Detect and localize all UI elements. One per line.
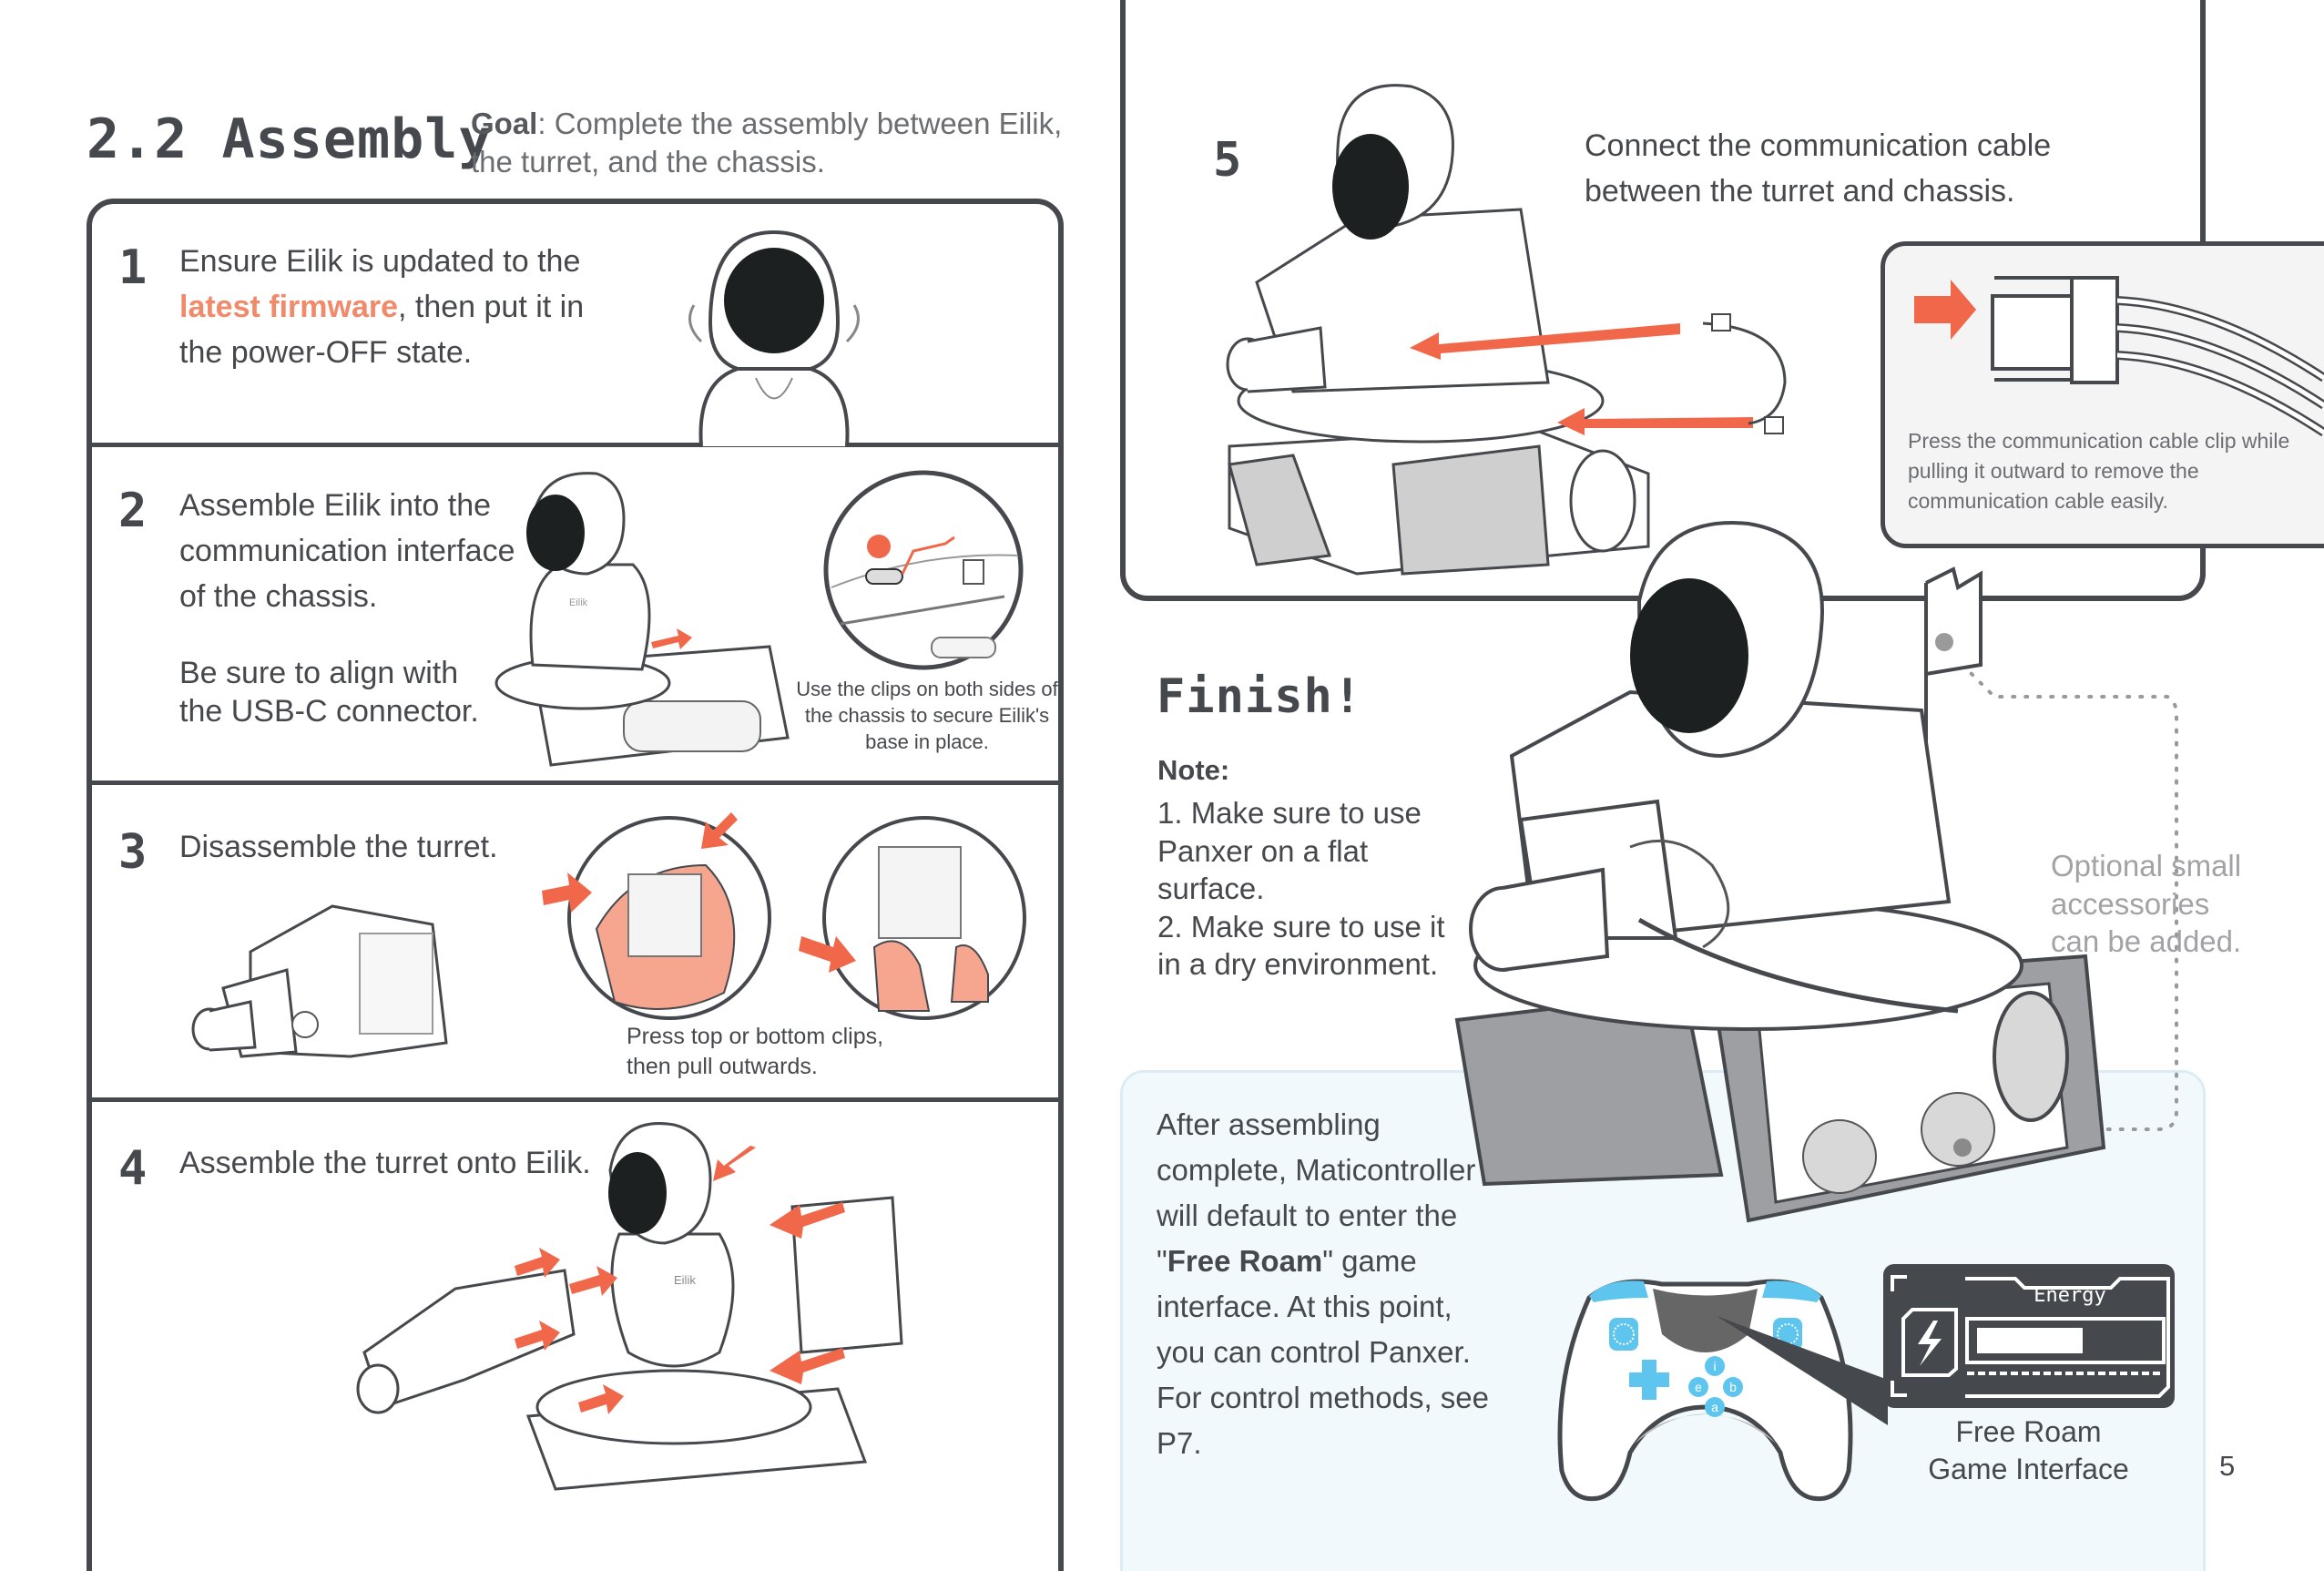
- step-number: 2: [118, 484, 148, 538]
- button-e: [1688, 1377, 1708, 1397]
- svg-text:e: e: [1695, 1380, 1702, 1394]
- game-interface-caption: Free Roam Game Interface: [1894, 1413, 2163, 1488]
- eilik-front-illustration: [688, 230, 860, 447]
- finish-notes: 1. Make sure to use Panxer on a flat sur…: [1157, 794, 1458, 984]
- cable-connection-illustration: [1226, 84, 1787, 576]
- step-text: Ensure Eilik is updated to the latest fi…: [179, 239, 589, 375]
- info-box-text: After assembling complete, Maticontrolle…: [1157, 1102, 1503, 1466]
- step-text: Assemble Eilik into the communication in…: [179, 488, 515, 614]
- lightning-frame: [1901, 1308, 1958, 1377]
- lightning-icon: [1918, 1321, 1942, 1366]
- energy-bar-fill: [1977, 1328, 2083, 1353]
- goal-label: Goal: [471, 107, 538, 140]
- section-title: 2.2 Assembly: [87, 107, 493, 171]
- svg-text:i: i: [1713, 1359, 1716, 1373]
- button-a: [1705, 1397, 1725, 1417]
- step-number: 3: [118, 825, 148, 880]
- cable-inset-caption: Press the communication cable clip while…: [1908, 429, 2290, 513]
- assembly-steps-panel: [87, 199, 1064, 1571]
- button-b: [1723, 1377, 1743, 1397]
- step-3-caption: Press top or bottom clips, then pull out…: [627, 1024, 884, 1079]
- step-divider: [87, 443, 1064, 447]
- robot-label: Eilik: [569, 597, 588, 608]
- usb-c-detail-inset: [823, 470, 1024, 670]
- step-text-part: , then put it in the power-OFF state.: [179, 290, 585, 370]
- step-note: Be sure to align with the USB-C connecto…: [179, 656, 479, 729]
- accessory-callout: Optional small accessories can be added.: [2051, 849, 2242, 958]
- page-number: 5: [2219, 1450, 2236, 1482]
- note-item: 2. Make sure to use it in a dry environm…: [1157, 909, 1445, 982]
- turret-illustration: [191, 904, 448, 1058]
- step-divider: [87, 780, 1064, 785]
- note-label: Note:: [1157, 754, 1230, 786]
- svg-text:a: a: [1711, 1400, 1718, 1414]
- step-5-text: Connect the communication cable between …: [1585, 128, 2052, 209]
- step-text-part: Ensure Eilik is updated to the: [179, 244, 581, 279]
- step-divider: [87, 1097, 1064, 1102]
- robot-label: Eilik: [674, 1273, 696, 1287]
- panxer-finished-illustration: [1454, 521, 2178, 1223]
- caption-line: Game Interface: [1928, 1453, 2129, 1485]
- info-text-part: " game interface. At this point, you can…: [1157, 1244, 1489, 1460]
- energy-label: Energy: [2034, 1284, 2106, 1307]
- eilik-on-chassis-illustration: Eilik: [494, 472, 790, 767]
- game-controller-illustration: i e b a: [1557, 1279, 1888, 1502]
- step-text: Assemble the turret onto Eilik.: [179, 1146, 591, 1180]
- press-clip-detail-inset: [542, 812, 771, 1020]
- step-5-number: 5: [1213, 133, 1243, 188]
- caption-line: Free Roam: [1955, 1415, 2102, 1448]
- finish-title: Finish!: [1157, 669, 1363, 724]
- energy-bar-frame: [1965, 1317, 2166, 1364]
- button-i: [1705, 1356, 1725, 1376]
- step-text: Disassemble the turret.: [179, 830, 498, 864]
- firmware-link[interactable]: latest firmware: [179, 290, 398, 324]
- pull-outward-detail-inset: [799, 816, 1026, 1020]
- step-2-caption: Use the clips on both sides of the chass…: [796, 678, 1058, 753]
- turret-onto-eilik-illustration: Eilik: [356, 1122, 903, 1491]
- step-number: 4: [118, 1141, 148, 1196]
- energy-screen: Energy: [1883, 1264, 2175, 1408]
- goal-text: Goal: Complete the assembly between Eili…: [471, 105, 1072, 181]
- step-number: 1: [118, 240, 148, 295]
- info-text-part: After assembling complete, Maticontrolle…: [1157, 1107, 1476, 1278]
- cable-connector-illustration: [1914, 276, 2324, 437]
- note-item: 1. Make sure to use Panxer on a flat sur…: [1157, 796, 1422, 905]
- free-roam-mode: Free Roam: [1167, 1244, 1323, 1278]
- svg-text:b: b: [1729, 1380, 1737, 1394]
- goal-description: : Complete the assembly between Eilik, t…: [471, 107, 1063, 179]
